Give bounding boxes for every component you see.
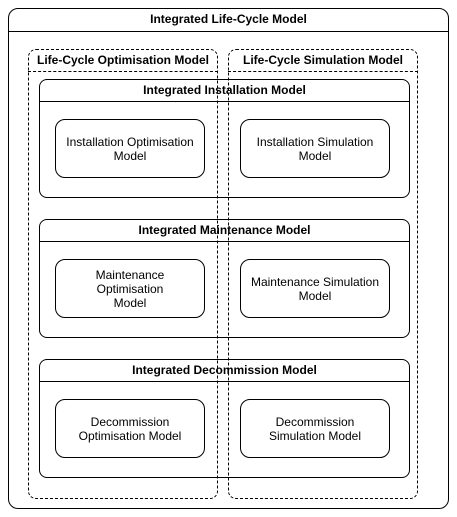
simulation-lane-title: Life-Cycle Simulation Model — [242, 53, 404, 67]
maintenance-group — [39, 219, 410, 338]
decommission-group-divider — [39, 381, 410, 382]
maintenance-optimisation-line-2: Model — [113, 295, 147, 310]
decommission-optimisation-line-1: Decommission — [90, 414, 170, 429]
optimisation-lane-title: Life-Cycle Optimisation Model — [36, 53, 210, 67]
maintenance-optimisation-model: Maintenance Optimisation Model — [55, 259, 205, 318]
installation-optimisation-line-1: Installation Optimisation — [66, 134, 194, 149]
maintenance-simulation-model: Maintenance Simulation Model — [240, 259, 390, 318]
maintenance-simulation-line-1: Maintenance Simulation — [250, 274, 380, 289]
maintenance-optimisation-line-1: Maintenance Optimisation — [95, 267, 165, 296]
installation-simulation-line-2: Model — [298, 148, 332, 163]
installation-group — [39, 79, 410, 198]
optimisation-lane-divider — [28, 71, 218, 72]
decommission-optimisation-model: Decommission Optimisation Model — [55, 399, 205, 458]
installation-group-title: Integrated Installation Model — [143, 83, 306, 97]
container-header-divider — [8, 31, 449, 32]
simulation-lane-divider — [228, 71, 418, 72]
decommission-simulation-line-1: Decommission — [275, 414, 355, 429]
container-title: Integrated Life-Cycle Model — [150, 12, 307, 26]
simulation-lane — [228, 49, 418, 499]
decommission-optimisation-line-2: Optimisation Model — [78, 428, 182, 443]
maintenance-group-divider — [39, 241, 410, 242]
decommission-group-title: Integrated Decommission Model — [132, 363, 317, 377]
decommission-simulation-line-2: Simulation Model — [268, 428, 362, 443]
decommission-group — [39, 359, 410, 478]
decommission-simulation-model: Decommission Simulation Model — [240, 399, 390, 458]
installation-simulation-model: Installation Simulation Model — [240, 119, 390, 178]
optimisation-lane — [28, 49, 218, 499]
installation-simulation-line-1: Installation Simulation — [256, 134, 374, 149]
installation-optimisation-model: Installation Optimisation Model — [55, 119, 205, 178]
installation-optimisation-line-2: Model — [113, 148, 147, 163]
installation-group-divider — [39, 101, 410, 102]
maintenance-group-title: Integrated Maintenance Model — [138, 223, 311, 237]
maintenance-simulation-line-2: Model — [298, 288, 332, 303]
